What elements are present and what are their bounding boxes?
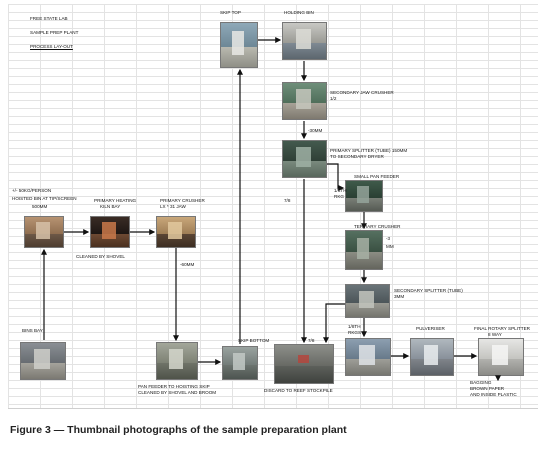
photo-tertiary-crusher bbox=[345, 230, 383, 270]
label-bagging-3: AND INSIDE PLASTIC bbox=[470, 392, 517, 397]
label-discard: DISCARD TO REEF STOCKPILE bbox=[264, 388, 333, 393]
label-primary-heating-2: KILN BAY bbox=[100, 204, 121, 209]
flow-arrows bbox=[41, 37, 501, 382]
label-size-60mm: -60mm bbox=[180, 262, 195, 267]
photo-primary-heating bbox=[90, 216, 130, 248]
photo-pulveriser bbox=[410, 338, 454, 376]
label-1-8th-a-2: RKG bbox=[334, 194, 344, 199]
photo-final-rotary-splitter bbox=[478, 338, 524, 376]
label-1-8th-b-1: 1/8TH bbox=[348, 324, 361, 329]
label-skip-top: SKIP TOP bbox=[220, 10, 241, 15]
photo-skip-bottom bbox=[222, 346, 258, 380]
label-hoisted-3: 500mm bbox=[32, 204, 48, 209]
label-tertiary-crusher: TERTIARY CRUSHER bbox=[354, 224, 401, 229]
photo-holding-bin bbox=[282, 22, 327, 60]
header-line-3: PROCESS LAY-OUT bbox=[30, 44, 73, 49]
process-layout-sheet: FREE STATE LAB SAMPLE PREP PLANT PROCESS… bbox=[8, 4, 538, 409]
photo-pan-feeder bbox=[156, 342, 198, 380]
photo-1-8th-sample bbox=[345, 338, 391, 376]
photo-primary-crusher bbox=[156, 216, 196, 248]
label-secondary-splitter-1: SECONDARY SPLITTER (TUBE) bbox=[394, 288, 463, 293]
header-line-1: FREE STATE LAB bbox=[30, 16, 68, 21]
label-bagging-1: BAGGING bbox=[470, 380, 492, 385]
label-cleaned-shovel: CLEANED BY SHOVEL bbox=[76, 254, 125, 259]
label-size-3mm-2: mm bbox=[386, 244, 394, 249]
figure-caption: Figure 3 — Thumbnail photographs of the … bbox=[10, 424, 347, 436]
arrow-splitter-to-panfeeder bbox=[327, 163, 345, 191]
label-primary-crusher-2: LX * 31 JAW bbox=[160, 204, 186, 209]
label-size-30mm: -30mm bbox=[308, 128, 323, 133]
label-secondary-splitter-2: 3mm bbox=[394, 294, 405, 299]
label-secondary-jaw-2: 1/2 bbox=[330, 96, 337, 101]
label-final-splitter-2: 8 WAY bbox=[488, 332, 502, 337]
label-7-8-a: 7/8 bbox=[284, 198, 291, 203]
label-final-splitter-1: FINAL ROTARY SPLITTER bbox=[474, 326, 530, 331]
photo-hoisted-bin bbox=[24, 216, 64, 248]
label-hoisted-1: +/- 50kg/PERSON bbox=[12, 188, 52, 193]
label-1-8th-b-2: RKGS bbox=[348, 330, 362, 335]
label-bins-bay: BINS BAY bbox=[22, 328, 43, 333]
header-line-2: SAMPLE PREP PLANT bbox=[30, 30, 79, 35]
arrow-secsplitter-7-8-to-discard bbox=[323, 303, 345, 344]
photo-primary-splitter bbox=[282, 140, 327, 178]
photo-bins-bay bbox=[20, 342, 66, 380]
label-7-8-b: 7/8 bbox=[308, 338, 315, 343]
label-pulveriser: PULVERISER bbox=[416, 326, 445, 331]
label-primary-splitter-2: TO SECONDARY DRYER bbox=[330, 154, 384, 159]
label-small-pan-feeder: SMALL PAN FEEDER bbox=[354, 174, 400, 179]
label-pan-feeder-2: CLEANED BY SHOVEL AND BROOM bbox=[138, 390, 217, 395]
label-hoisted-2: HOISTED BIN AT TIP/SCREEN bbox=[12, 196, 77, 201]
label-secondary-jaw-1: SECONDARY JAW CRUSHER bbox=[330, 90, 394, 95]
label-primary-heating-1: PRIMARY HEATING bbox=[94, 198, 137, 203]
label-skip-bottom: SKIP BOTTOM bbox=[238, 338, 270, 343]
photo-secondary-splitter bbox=[345, 284, 390, 318]
label-primary-splitter-1: PRIMARY SPLITTER (TUBE) 150mm bbox=[330, 148, 408, 153]
photo-secondary-jaw-crusher bbox=[282, 82, 327, 120]
photo-discard-stockpile bbox=[274, 344, 334, 384]
label-bagging-2: BROWN PAPER bbox=[470, 386, 505, 391]
label-pan-feeder-1: PAN FEEDER TO HOISTING SKIP bbox=[138, 384, 210, 389]
label-size-3mm-1: -3 bbox=[386, 236, 391, 241]
label-primary-crusher-1: PRIMARY CRUSHER bbox=[160, 198, 205, 203]
photo-small-pan-feeder bbox=[345, 180, 383, 212]
label-holding-bin: HOLDING BIN bbox=[284, 10, 314, 15]
photo-skip-top bbox=[220, 22, 258, 68]
